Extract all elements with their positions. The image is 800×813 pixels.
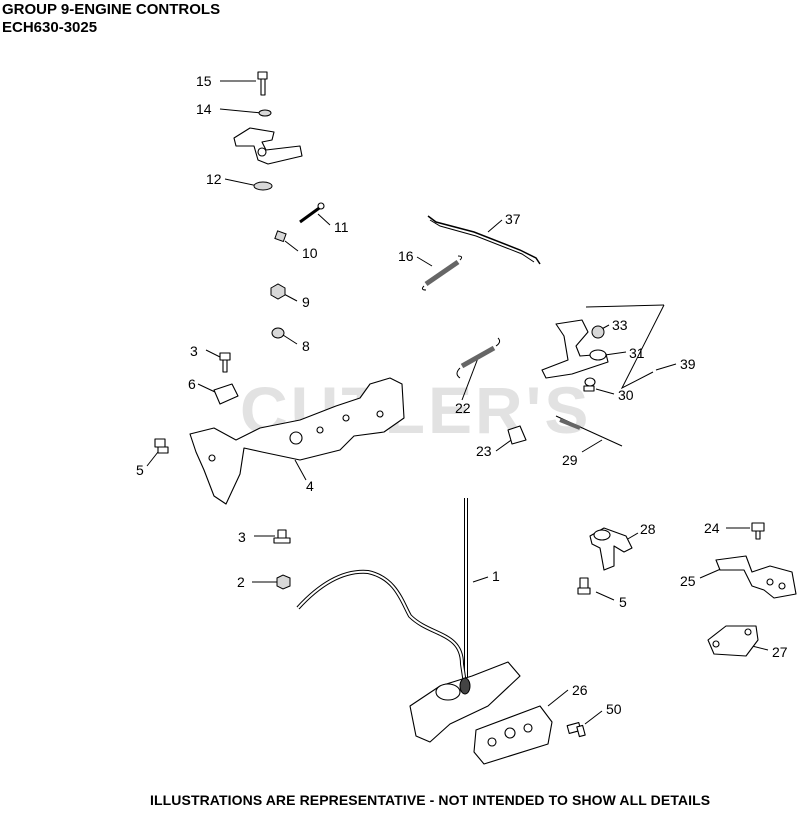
cable-29 [555,415,623,447]
bushing-31 [589,349,607,361]
pin-30 [583,377,596,392]
bolt-3b [273,529,291,544]
washer-12 [253,181,273,191]
callout-22: 22 [455,400,471,416]
disclaimer-footer: ILLUSTRATIONS ARE REPRESENTATIVE - NOT I… [150,792,711,808]
callout-3-upper: 3 [190,343,198,359]
callout-10: 10 [302,245,318,261]
bolt-3a [219,352,231,373]
spring-22 [456,337,501,379]
callout-5-left: 5 [136,462,144,478]
model-number: ECH630-3025 [2,19,98,36]
callout-14: 14 [196,101,212,117]
callout-31: 31 [629,345,645,361]
callout-50: 50 [606,701,622,717]
clip-23 [507,425,527,445]
callout-28: 28 [640,521,656,537]
nut-2 [276,574,291,590]
bracket-28 [589,527,633,571]
callout-6: 6 [188,376,196,392]
callout-29: 29 [562,452,578,468]
leader-lines [146,80,769,725]
callout-12: 12 [206,171,222,187]
clip-6 [213,383,239,405]
callout-11: 11 [334,219,349,235]
bolt-5b [577,577,591,595]
callout-15: 15 [196,73,212,89]
callout-26: 26 [572,682,588,698]
callout-2: 2 [237,574,245,590]
diagram-title: GROUP 9-ENGINE CONTROLS [2,1,221,18]
callout-1: 1 [492,568,500,584]
control-plate-4 [189,377,405,505]
callout-5-right: 5 [619,594,627,610]
callout-27: 27 [772,644,788,660]
pin-11 [299,202,325,224]
callout-25: 25 [680,573,696,589]
callout-23: 23 [476,443,492,459]
callout-16: 16 [398,248,414,264]
callout-3-lower: 3 [238,529,246,545]
plate-26 [473,705,553,765]
nut-10 [274,230,287,243]
bushing-33 [591,325,605,339]
lever-assembly-39 [541,319,609,392]
bolt-5a [154,438,169,454]
rod-37 [427,215,541,265]
pivot-bracket [233,127,303,165]
bolt-15 [257,71,268,96]
washer-14 [258,109,272,117]
callout-9: 9 [302,294,310,310]
bushing-8 [271,327,285,339]
spring-16 [421,255,463,291]
plate-27 [707,625,759,657]
callout-33: 33 [612,317,628,333]
bolt-24 [751,522,765,540]
callout-24: 24 [704,520,720,536]
bracket-25 [715,555,797,599]
callout-8: 8 [302,338,310,354]
callout-37: 37 [505,211,521,227]
callout-30: 30 [618,387,634,403]
callout-39: 39 [680,356,696,372]
throttle-control-1 [296,498,521,743]
nut-9 [270,283,286,300]
callout-4: 4 [306,478,314,494]
bolt-50 [566,722,586,738]
